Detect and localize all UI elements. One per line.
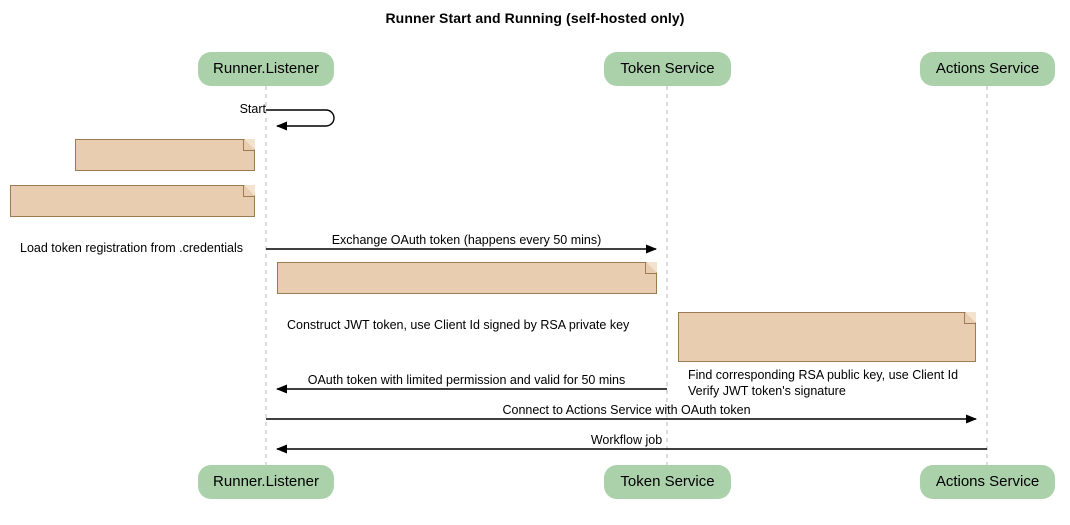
message-text: Start [239, 102, 266, 116]
message-text: OAuth token with limited permission and … [307, 373, 626, 387]
note-load-config: Load config info from .runner [75, 139, 255, 209]
participant-label: Runner.Listener [213, 60, 319, 77]
participant-header-runner[interactable]: Runner.Listener [198, 52, 334, 86]
note-construct-jwt: Construct JWT token, use Client Id signe… [277, 262, 657, 332]
note-fold-icon [244, 139, 255, 150]
message-label-oauth-return: OAuth token with limited permission and … [266, 373, 667, 387]
message-text: Workflow job [590, 433, 663, 447]
message-arrow-start [266, 109, 335, 131]
note-fold-icon [646, 262, 657, 273]
participant-header-actions[interactable]: Actions Service [920, 52, 1055, 86]
message-text: Exchange OAuth token (happens every 50 m… [331, 233, 602, 247]
page-title: Runner Start and Running (self-hosted on… [385, 10, 685, 26]
message-label-workflow-job: Workflow job [266, 433, 987, 447]
message-label-start: Start [196, 102, 266, 116]
note-text: Find corresponding RSA public key, use C… [688, 368, 959, 398]
note-load-credentials: Load token registration from .credential… [10, 185, 255, 255]
message-label-exchange-oauth: Exchange OAuth token (happens every 50 m… [266, 233, 667, 247]
participant-label: Token Service [620, 60, 715, 77]
note-text: Load token registration from .credential… [20, 241, 244, 255]
note-fold-icon [244, 185, 255, 196]
participant-label: Token Service [620, 473, 715, 490]
message-label-connect-actions: Connect to Actions Service with OAuth to… [266, 403, 987, 417]
participant-footer-actions[interactable]: Actions Service [920, 465, 1055, 499]
note-verify-jwt: Find corresponding RSA public key, use C… [678, 312, 976, 398]
note-text: Construct JWT token, use Client Id signe… [287, 318, 630, 332]
participant-footer-token[interactable]: Token Service [604, 465, 731, 499]
participant-footer-runner[interactable]: Runner.Listener [198, 465, 334, 499]
note-fold-icon [965, 312, 976, 323]
message-text: Connect to Actions Service with OAuth to… [502, 403, 751, 417]
participant-label: Actions Service [935, 60, 1040, 77]
participant-label: Runner.Listener [213, 473, 319, 490]
participant-label: Actions Service [935, 473, 1040, 490]
participant-header-token[interactable]: Token Service [604, 52, 731, 86]
